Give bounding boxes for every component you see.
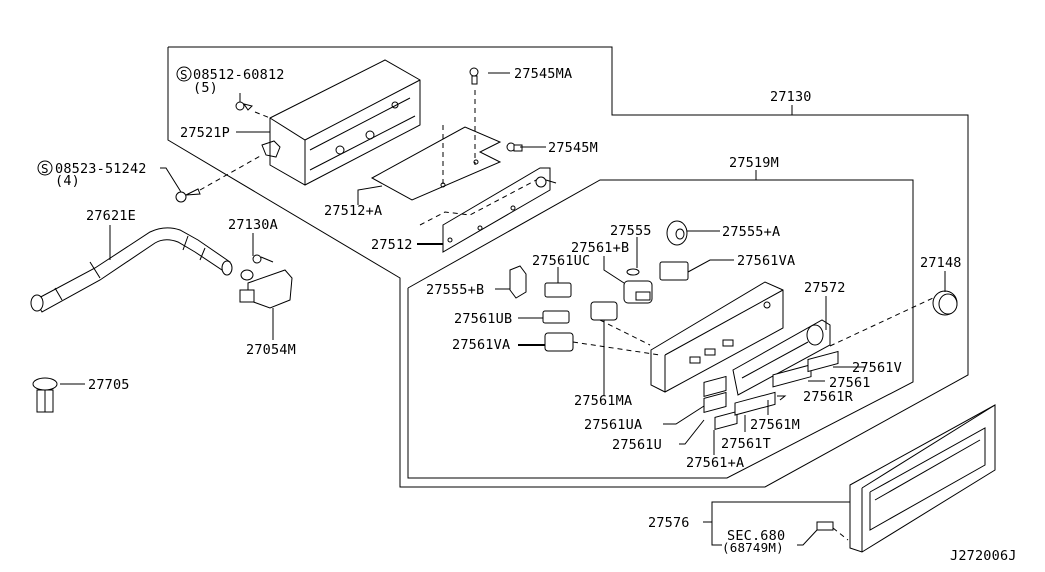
label-control-unit[interactable]: 27519M [729, 155, 779, 171]
label-hose[interactable]: 27621E [86, 208, 136, 224]
leader-lines [60, 72, 946, 546]
label-screw-2-qty: (4) [55, 173, 80, 189]
knob-va-left-part [544, 332, 574, 352]
label-screw-ma[interactable]: 27545MA [514, 66, 572, 82]
label-spring[interactable]: 27555 [610, 223, 652, 239]
label-btn-u[interactable]: 27561U [612, 437, 662, 453]
standard-part-symbol-2: S [37, 160, 53, 176]
standard-part-symbol-1: S [176, 66, 192, 82]
label-main-assembly[interactable]: 27130 [770, 89, 812, 105]
hose-part [30, 227, 233, 313]
label-clip[interactable]: 27130A [228, 217, 278, 233]
label-grommet-a[interactable]: 27555+A [722, 224, 780, 240]
label-screw-1-qty: (5) [193, 80, 218, 96]
knob-va-top-part [659, 261, 689, 281]
label-btn-v[interactable]: 27561V [852, 360, 902, 376]
label-knob-uc[interactable]: 27561UC [532, 253, 590, 269]
label-knob-ub[interactable]: 27561UB [454, 311, 512, 327]
label-knob-ma[interactable]: 27561MA [574, 393, 632, 409]
label-plate-a[interactable]: 27512+A [324, 203, 382, 219]
knob-ub-part [542, 310, 570, 324]
label-bezel[interactable]: 27576 [648, 515, 690, 531]
diagram-code: J272006J [950, 548, 1017, 564]
screw-part-1 [235, 101, 271, 119]
label-sensor[interactable]: 27054M [246, 342, 296, 358]
spring-part [626, 268, 640, 276]
label-knob-va-left[interactable]: 27561VA [452, 337, 510, 353]
label-btn-a[interactable]: 27561+A [686, 455, 744, 471]
control-panel-part [572, 281, 784, 393]
assembly-outline-27130 [167, 46, 969, 488]
sensor-part [239, 254, 293, 309]
knob-uc-part [544, 282, 572, 298]
label-cap[interactable]: 27148 [920, 255, 962, 271]
label-btn-ua[interactable]: 27561UA [584, 417, 642, 433]
label-screw-2[interactable]: 08523-51242 [55, 161, 147, 177]
control-housing-part [261, 59, 421, 186]
label-btn-t[interactable]: 27561T [721, 436, 771, 452]
assembly-outline-27519M [407, 170, 914, 479]
label-screw-m[interactable]: 27545M [548, 140, 598, 156]
plate-part [419, 167, 557, 253]
label-sec-ref-part: (68749M) [722, 540, 784, 555]
label-bracket[interactable]: 27521P [180, 125, 230, 141]
label-knob-b[interactable]: 27561+B [571, 240, 629, 256]
label-btn[interactable]: 27561 [829, 375, 871, 391]
face-panel-part [732, 319, 831, 396]
screw-ma-part [469, 67, 479, 85]
symbol-s-1: S [180, 67, 188, 82]
screw-part-2 [175, 154, 263, 203]
knob-ma-part [590, 301, 618, 321]
label-plate[interactable]: 27512 [371, 237, 413, 253]
plug-part [32, 377, 58, 413]
plate-a-part [370, 90, 502, 201]
label-sec-ref[interactable]: SEC.680 [727, 528, 785, 544]
label-btn-r[interactable]: 27561R [803, 389, 854, 405]
label-screw-1[interactable]: 08512-60812 [193, 67, 285, 83]
label-knob-va-top[interactable]: 27561VA [737, 253, 795, 269]
grommet-a-part [666, 220, 688, 246]
knob-b-part [623, 280, 653, 304]
label-clip-b[interactable]: 27555+B [426, 282, 484, 298]
clip-b-part [509, 265, 527, 299]
label-btn-m[interactable]: 27561M [750, 417, 800, 433]
label-plug[interactable]: 27705 [88, 377, 130, 393]
symbol-s-2: S [41, 161, 49, 176]
label-face-panel[interactable]: 27572 [804, 280, 846, 296]
buttons-part [703, 350, 839, 431]
screw-m-part [506, 142, 523, 152]
cap-part [829, 290, 958, 347]
bezel-part [816, 404, 996, 553]
